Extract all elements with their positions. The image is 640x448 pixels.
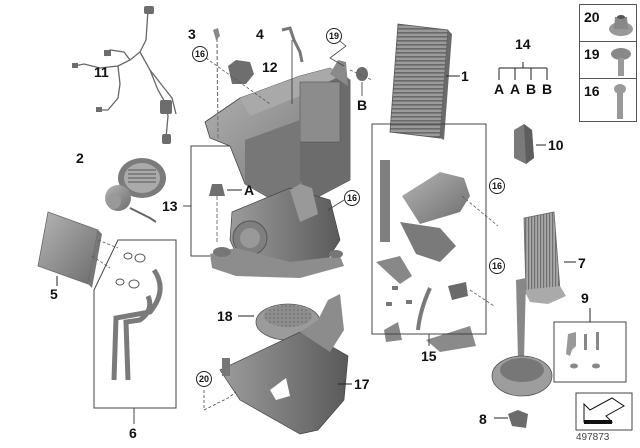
callout-11[interactable]: 11: [94, 64, 109, 80]
blower-motor-illustration: [105, 158, 166, 223]
hex-bolt-icon: [611, 48, 631, 76]
callout-14[interactable]: 14: [515, 36, 531, 52]
fastener-legend-16: 16: [579, 78, 637, 122]
callout-18[interactable]: 18: [217, 308, 233, 324]
callout-15[interactable]: 15: [421, 348, 437, 364]
flap-duct-kit-illustration: [376, 160, 499, 352]
sensor-4-illustration: [281, 26, 304, 104]
document-number: 497873: [576, 432, 610, 443]
coolant-pipes-illustration: [91, 239, 163, 381]
screw-ref-16-flap[interactable]: 16: [489, 258, 505, 274]
flange-nut-icon: [609, 15, 633, 36]
fastener-number-19: 19: [584, 46, 600, 62]
support-bracket-illustration: [219, 294, 352, 435]
cap-a-illustration: [209, 184, 242, 244]
sensor-3-illustration: [213, 28, 220, 141]
connector-8-illustration: [494, 410, 528, 428]
evaporator-illustration: [491, 211, 576, 397]
fastener-number-20: 20: [584, 9, 600, 25]
hvac-housing-upper-illustration: [204, 60, 351, 205]
callout-3[interactable]: 3: [188, 26, 196, 42]
branch-letter-a2: A: [510, 81, 521, 97]
screw-ref-19[interactable]: 19: [326, 28, 342, 44]
callout-10[interactable]: 10: [548, 137, 564, 153]
heater-radiator-illustration: [37, 211, 102, 288]
fastener-legend-20: 20: [579, 4, 637, 42]
coolant-pipes-bracket: [93, 239, 177, 424]
screw-ref-16-upper[interactable]: 16: [192, 46, 208, 62]
screw-ref-16-duct[interactable]: 16: [489, 178, 505, 194]
stepper-motor-illustration: [514, 124, 546, 164]
callout-13[interactable]: 13: [162, 198, 178, 214]
marker-b: B: [357, 97, 368, 113]
orientation-arrow-icon: [575, 392, 633, 431]
grommet-b-illustration: [349, 67, 373, 96]
branch-letter-b1: B: [526, 81, 537, 97]
callout-2[interactable]: 2: [76, 150, 84, 166]
callout-12[interactable]: 12: [262, 59, 278, 75]
branch-letter-a1: A: [494, 81, 505, 97]
wiring-connectors: [72, 6, 172, 144]
fastener-legend-19: 19: [579, 41, 637, 79]
fastener-number-16: 16: [584, 83, 600, 99]
callout-1[interactable]: 1: [461, 68, 469, 84]
marker-a: A: [244, 182, 255, 198]
callout-4[interactable]: 4: [256, 26, 264, 42]
wiring-harness-illustration: [73, 9, 177, 139]
callout-6[interactable]: 6: [129, 425, 137, 441]
callout-5[interactable]: 5: [50, 286, 58, 302]
microfilter-illustration: [389, 23, 460, 140]
branch-letter-b2: B: [542, 81, 553, 97]
nut-ref-20[interactable]: 20: [196, 371, 212, 387]
callout-9[interactable]: 9: [581, 290, 589, 306]
actuator-12-illustration: [228, 60, 254, 84]
callout-7[interactable]: 7: [578, 255, 586, 271]
screw-ref-16-housing[interactable]: 16: [344, 190, 360, 206]
torx-screw-icon: [614, 84, 626, 119]
mounting-kit-illustration: [553, 308, 627, 383]
flap-duct-kit-bracket: [371, 123, 487, 346]
housing-assembly-bracket: [183, 145, 230, 257]
nut-set-tree-lines: [498, 62, 548, 80]
hvac-housing-lower-illustration: [210, 184, 344, 278]
callout-8[interactable]: 8: [479, 411, 487, 427]
callout-17[interactable]: 17: [354, 376, 370, 392]
